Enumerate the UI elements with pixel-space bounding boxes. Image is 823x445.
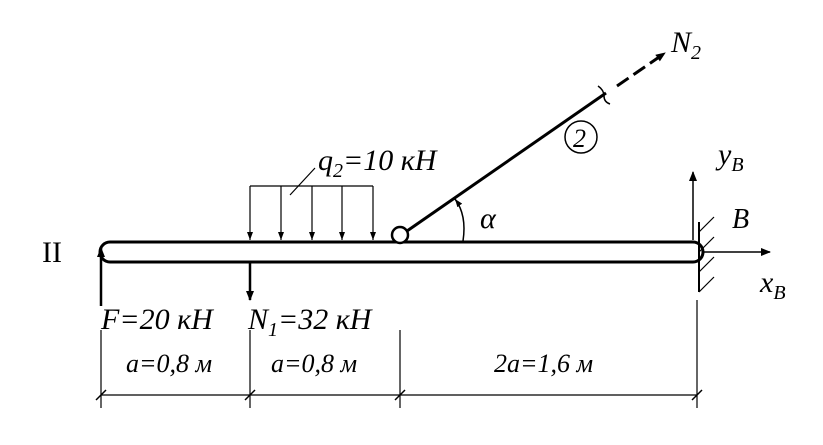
support-b-label: B xyxy=(732,204,749,235)
beam xyxy=(98,240,705,264)
force-n1-label: N1=32 кН xyxy=(247,303,374,341)
rod-2 xyxy=(406,91,607,233)
force-f-label: F=20 кН xyxy=(100,303,215,336)
n2-arrow xyxy=(616,51,666,88)
angle-arc xyxy=(454,198,465,242)
distributed-load xyxy=(247,167,376,240)
rod-number-circle xyxy=(564,120,598,154)
reaction-xb-label: xB xyxy=(759,266,786,304)
distributed-load-label: q2=10 кН xyxy=(318,144,439,182)
dimension-label-1: a=0,8 м xyxy=(126,349,212,378)
reaction-yb-label: yB xyxy=(715,138,744,176)
dimension-lines xyxy=(95,300,703,408)
dimension-label-2: a=0,8 м xyxy=(271,349,357,378)
section-label: II xyxy=(42,236,62,269)
rod-break-mark xyxy=(597,85,611,105)
dimension-label-3: 2a=1,6 м xyxy=(494,349,593,378)
force-n2-label: N2 xyxy=(670,26,701,64)
hinge xyxy=(390,225,410,245)
angle-label: α xyxy=(480,202,497,235)
rod-number: 2 xyxy=(573,124,586,153)
support-b xyxy=(698,216,715,293)
